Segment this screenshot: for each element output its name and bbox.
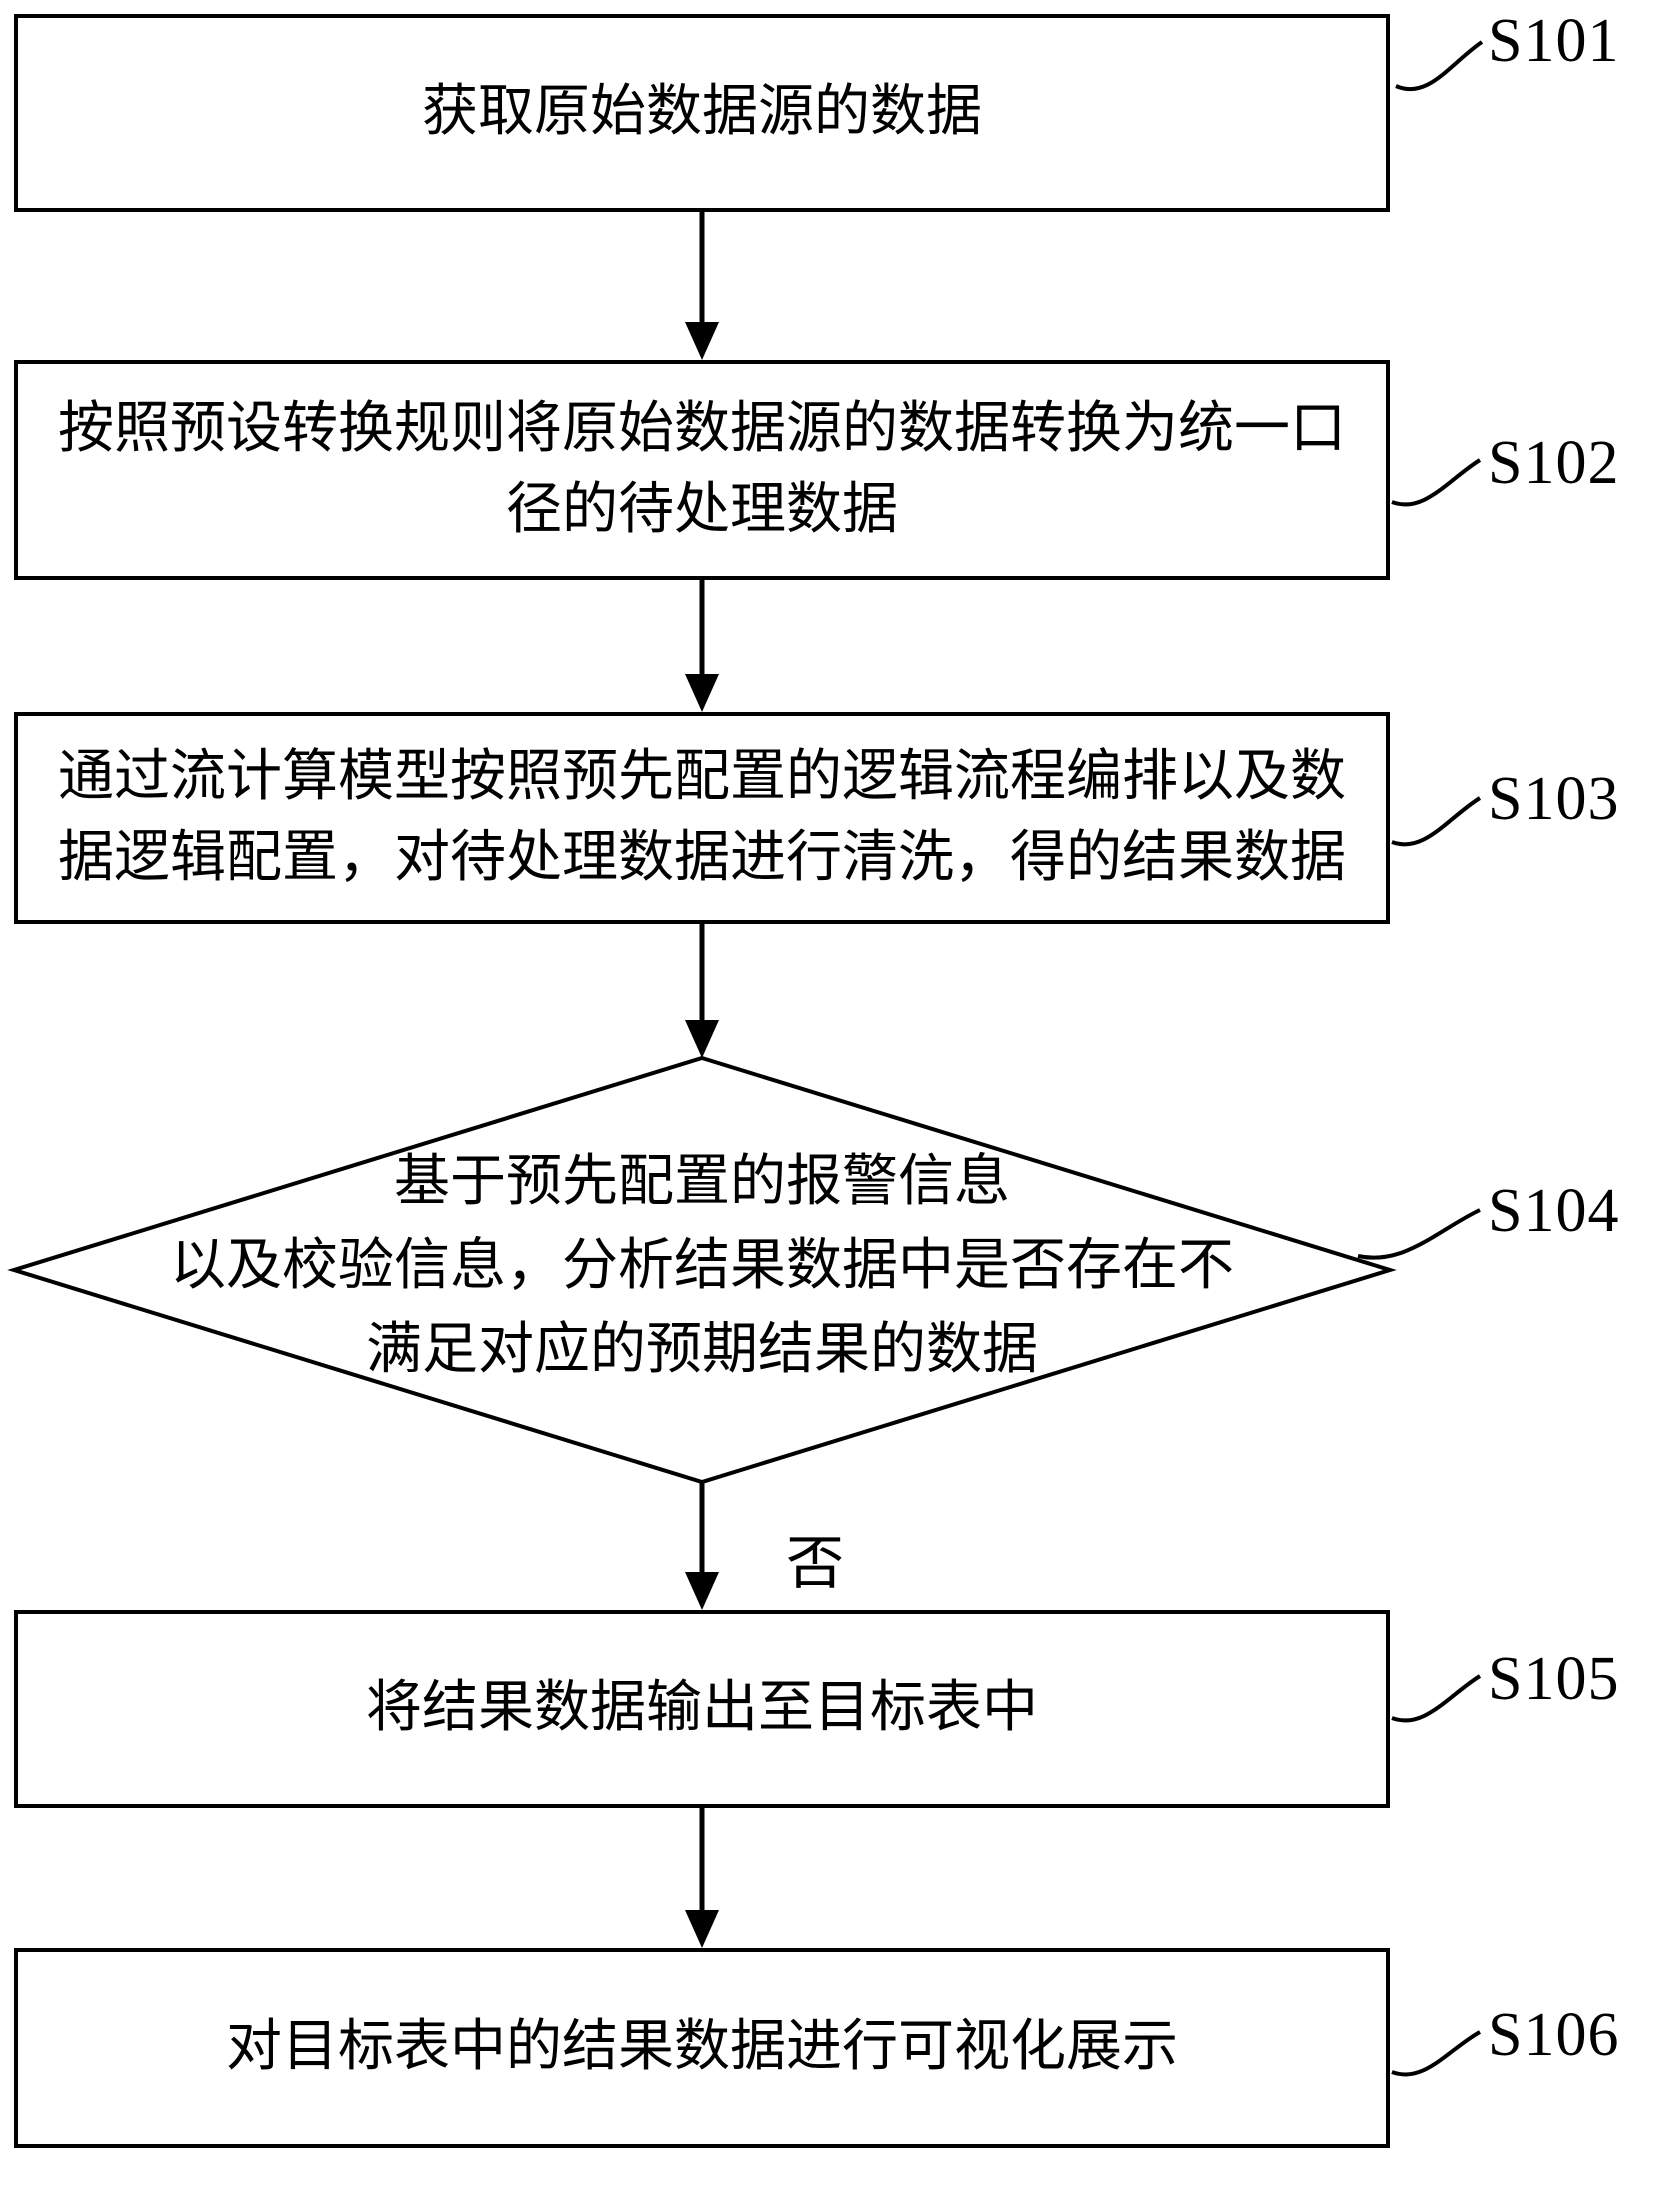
- step-ref-s103: S103: [1488, 765, 1620, 833]
- step-box-s106: 对目标表中的结果数据进行可视化展示: [14, 1948, 1390, 2148]
- leader-s104: [1357, 1208, 1481, 1260]
- step-text-s105: 将结果数据输出至目标表中: [366, 1677, 1038, 1740]
- leader-s102: [1391, 458, 1482, 507]
- leader-s106: [1391, 2030, 1481, 2077]
- flow-arrow-2: [685, 580, 719, 712]
- step-text-s102: 按照预设转换规则将原始数据源的数据转换为统一口 径的待处理数据: [58, 397, 1346, 541]
- leader-s103: [1391, 796, 1482, 847]
- step-ref-s101: S101: [1488, 7, 1620, 75]
- flow-arrow-3: [685, 924, 719, 1058]
- step-box-s102: 按照预设转换规则将原始数据源的数据转换为统一口 径的待处理数据: [14, 360, 1390, 580]
- step-ref-s102: S102: [1488, 429, 1620, 497]
- step-text-s101: 获取原始数据源的数据: [422, 81, 982, 144]
- step-box-s101: 获取原始数据源的数据: [14, 14, 1390, 212]
- decision-text-s104: 基于预先配置的报警信息 以及校验信息，分析结果数据中是否存在不 满足对应的预期结…: [170, 1151, 1234, 1381]
- flow-arrow-5: [685, 1808, 719, 1948]
- leader-s101: [1395, 40, 1484, 92]
- step-ref-s105: S105: [1488, 1645, 1620, 1713]
- flow-arrow-4: [685, 1482, 719, 1610]
- leader-s105: [1391, 1674, 1482, 1723]
- flow-arrow-1: [685, 212, 719, 360]
- step-box-s103: 通过流计算模型按照预先配置的逻辑流程编排以及数 据逻辑配置，对待处理数据进行清洗…: [14, 712, 1390, 924]
- step-text-s103: 通过流计算模型按照预先配置的逻辑流程编排以及数 据逻辑配置，对待处理数据进行清洗…: [58, 745, 1346, 889]
- step-box-s105: 将结果数据输出至目标表中: [14, 1610, 1390, 1808]
- step-text-s106: 对目标表中的结果数据进行可视化展示: [226, 2016, 1178, 2079]
- step-ref-s106: S106: [1488, 2001, 1620, 2069]
- step-ref-s104: S104: [1488, 1177, 1620, 1245]
- branch-label-no: 否: [786, 1531, 845, 1596]
